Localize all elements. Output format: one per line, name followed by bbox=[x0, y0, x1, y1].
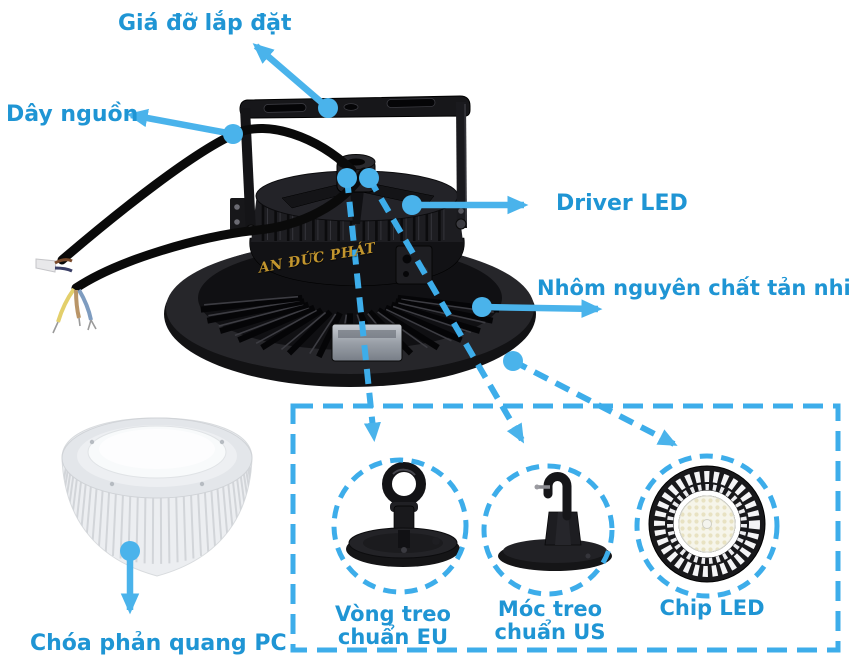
inset-circle-led-chip bbox=[634, 453, 780, 599]
heatsink-illustration bbox=[164, 198, 536, 387]
dashed-connector-us-hook bbox=[366, 176, 525, 444]
label-power-cable: Dây nguồn bbox=[6, 102, 139, 127]
mounting-bracket-illustration bbox=[239, 95, 471, 236]
inset-circle-eu-ring bbox=[331, 457, 469, 595]
callout-arrow-heatsink bbox=[481, 299, 603, 318]
label-led-chip: Chip LED bbox=[659, 596, 765, 620]
label-us-hook: Móc treo chuẩn US bbox=[494, 597, 606, 644]
label-heatsink: Nhôm nguyên chất tản nhiệt bbox=[537, 276, 850, 300]
callout-arrow-mounting-bracket bbox=[252, 43, 331, 111]
highbay-light-illustration bbox=[35, 95, 536, 387]
us-hook-illustration bbox=[498, 472, 612, 571]
callout-dots bbox=[120, 98, 523, 561]
label-mounting-bracket: Giá đỡ lắp đặt bbox=[118, 11, 292, 36]
eu-ring-illustration bbox=[346, 462, 460, 567]
led-chip-illustration bbox=[648, 465, 766, 583]
dashed-connector-led-chip bbox=[511, 358, 678, 447]
callout-arrow-power-cable bbox=[126, 108, 234, 138]
annotations bbox=[120, 43, 841, 653]
label-led-driver: Driver LED bbox=[556, 191, 688, 216]
pc-reflector-illustration bbox=[61, 417, 253, 577]
inset-circle-us-hook bbox=[481, 463, 615, 597]
dashed-connector-eu-ring bbox=[344, 177, 381, 443]
label-eu-ring: Vòng treo chuẩn EU bbox=[335, 602, 451, 649]
label-pc-reflector: Chóa phản quang PC bbox=[30, 631, 287, 656]
inset-panel-border bbox=[290, 403, 841, 653]
